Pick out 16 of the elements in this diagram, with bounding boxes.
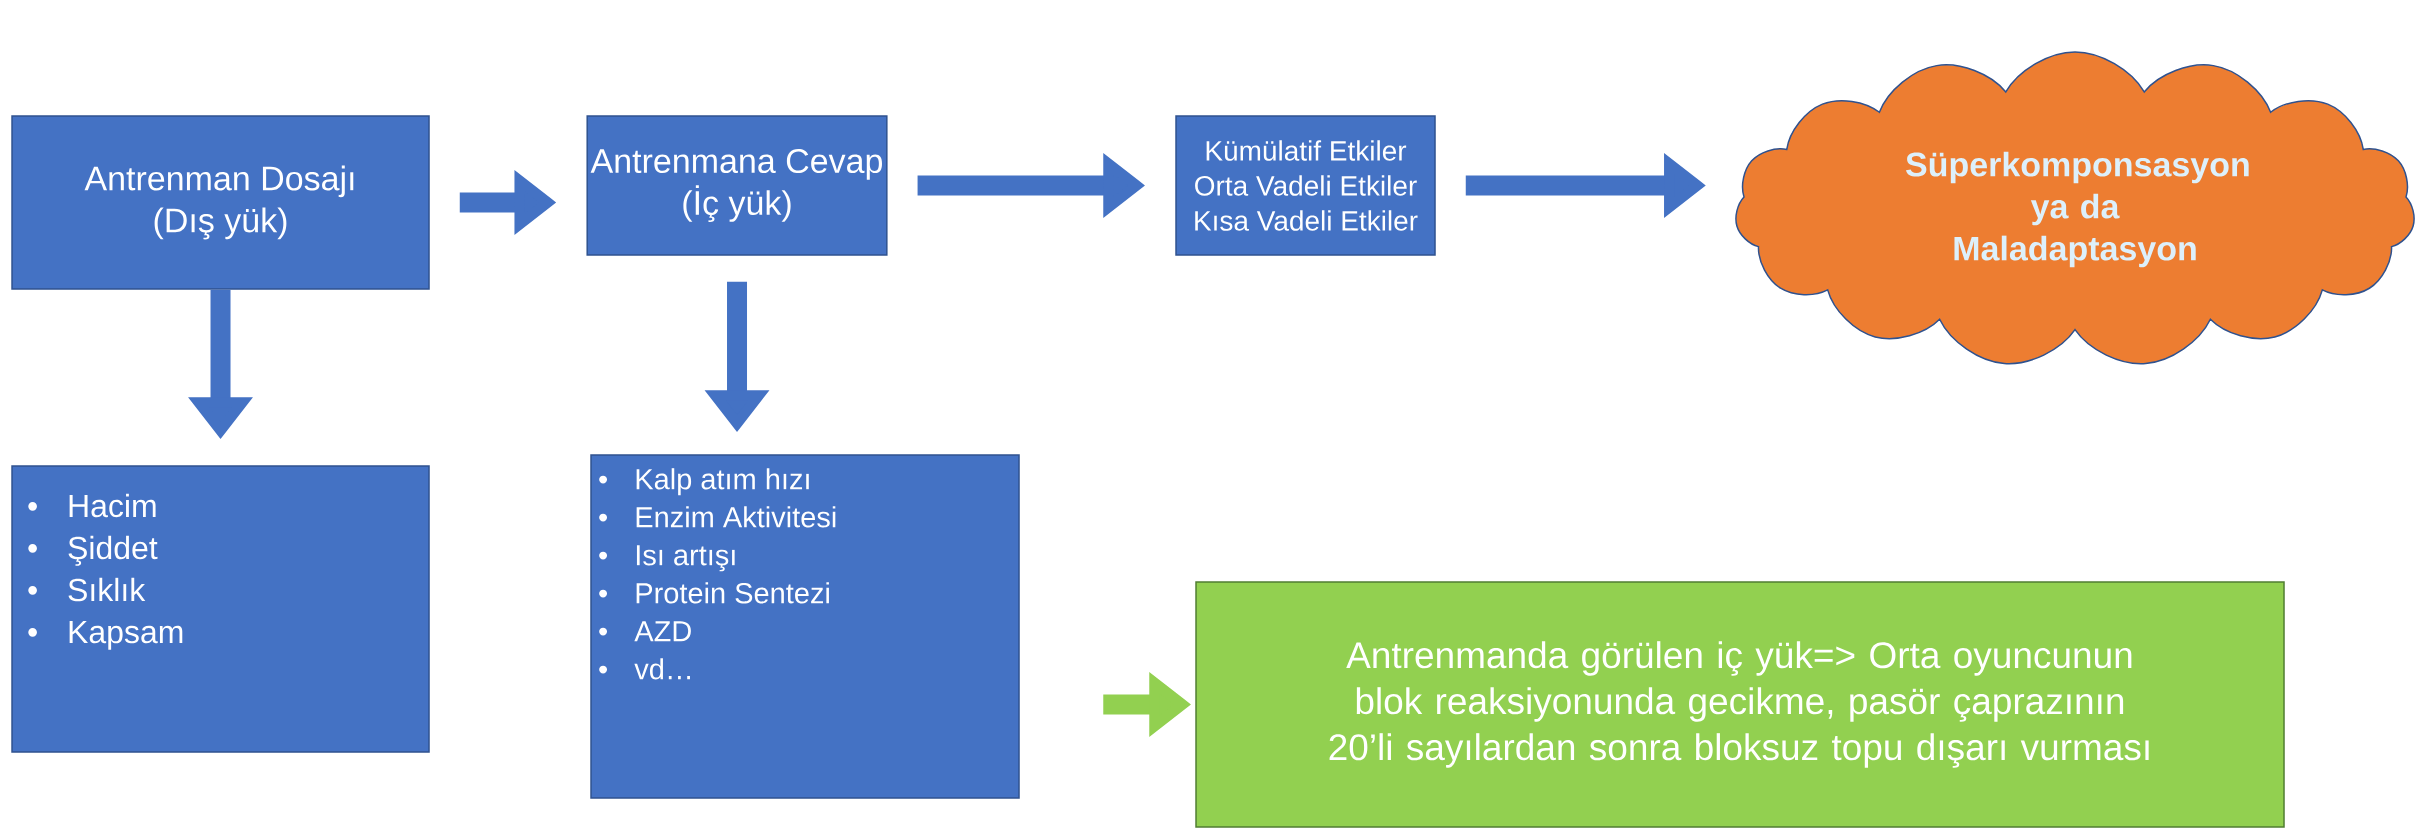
bullet: • xyxy=(28,544,37,553)
process-box: Kümülatif Etkiler Orta Vadeli Etkiler Kısa Vadeli Etkiler xyxy=(1175,115,1436,256)
bullet: • xyxy=(599,589,607,598)
bullet: • xyxy=(599,627,607,636)
bullet: • xyxy=(599,475,607,484)
bullet: • xyxy=(599,513,607,522)
bullet: • xyxy=(28,628,37,637)
bullet: • xyxy=(599,665,607,674)
bullet-list-box: • Hacim • Şiddet • Sıklık • Kapsam xyxy=(11,465,430,753)
bullet-list-box: • Kalp atım hızı • Enzim Aktivitesi • Isı artışı • Protein Sentezi • AZD • vd… xyxy=(590,454,1020,799)
bullet: • xyxy=(599,551,607,560)
process-box: Antrenmana Cevap (İç yük) xyxy=(586,115,888,256)
bullet: • xyxy=(28,586,37,595)
note-box: Antrenmanda görülen iç yük=> Orta oyuncunun blok reaksiyonunda gecikme, pasör çaprazının 20’li sayılardan sonra bloksuz topu dışarı vurması xyxy=(1195,581,2285,828)
bullet: • xyxy=(28,502,37,511)
process-box: Antrenman Dosajı (Dış yük) xyxy=(11,115,430,290)
